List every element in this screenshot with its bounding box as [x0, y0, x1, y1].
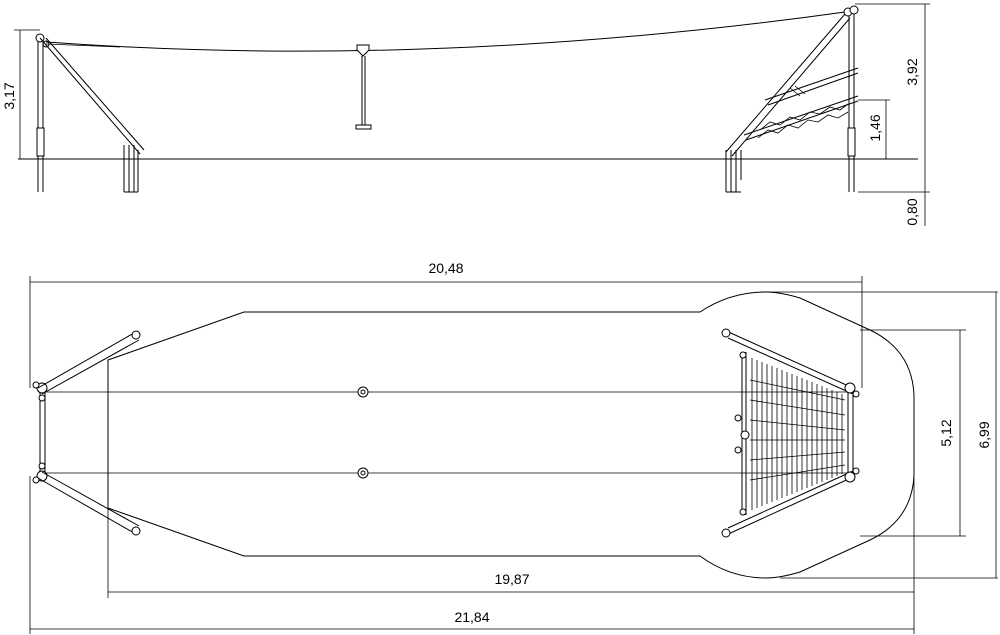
- dim-net-height: 1,46: [867, 114, 883, 141]
- dim-rope-height: 3,17: [1, 82, 17, 109]
- center-anchors: [357, 386, 369, 479]
- dim-plan-inner-height: 5,12: [938, 419, 954, 446]
- right-frame: [721, 328, 860, 538]
- center-hanger: [355, 44, 372, 130]
- left-post: [35, 33, 50, 192]
- side-dimensions: 3,17 3,92 1,46 0,80: [1, 3, 930, 226]
- left-frame: [32, 330, 141, 536]
- dim-foundation-depth: 0,80: [904, 198, 920, 225]
- right-post: [843, 5, 859, 192]
- climbing-net: [749, 358, 846, 510]
- plan-dimensions: 20,48 19,87 21,84 5,12 6,99: [29, 260, 998, 634]
- left-brace: [39, 37, 145, 193]
- dim-total-height: 3,92: [904, 58, 920, 85]
- side-elevation: 3,17 3,92 1,46 0,80: [1, 3, 930, 226]
- dim-plan-total-height: 6,99: [976, 421, 992, 448]
- rope-line: [45, 11, 846, 52]
- right-brace: [725, 13, 859, 193]
- safety-area-outline: [107, 291, 915, 579]
- dim-plan-total-width: 21,84: [454, 609, 489, 625]
- dim-plan-inner-width: 19,87: [494, 571, 529, 587]
- dim-plan-width-top: 20,48: [428, 260, 463, 276]
- plan-view: 20,48 19,87 21,84 5,12 6,99: [29, 260, 998, 634]
